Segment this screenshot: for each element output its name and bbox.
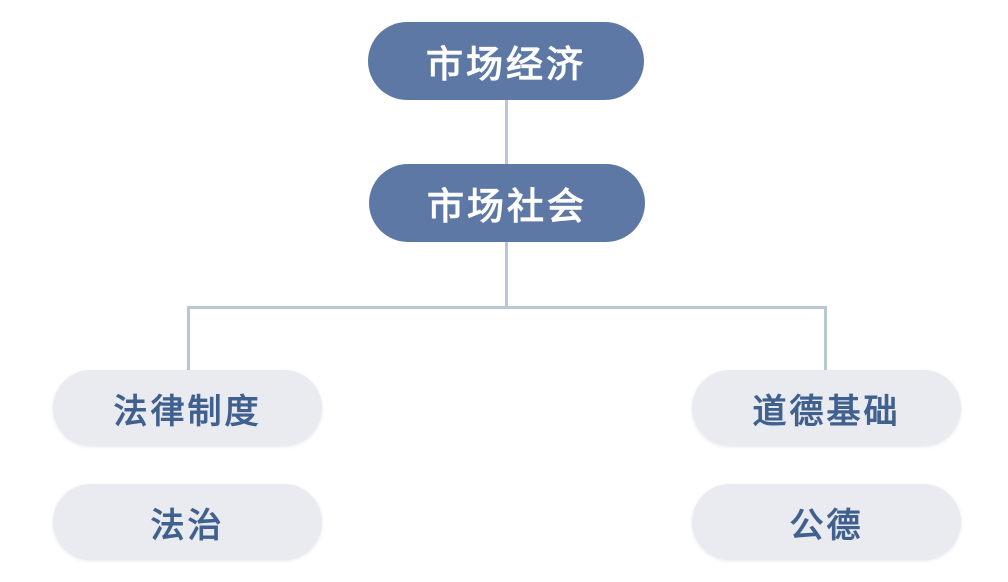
connector-economy-to-society xyxy=(505,100,508,164)
node-legal-system: 法律制度 xyxy=(53,370,322,446)
node-public-morality: 公德 xyxy=(692,484,961,560)
connector-branch-horizontal xyxy=(187,306,827,309)
connector-branch-right-drop xyxy=(824,306,827,371)
connector-society-stem xyxy=(505,242,508,308)
node-market-economy: 市场经济 xyxy=(368,22,644,100)
node-rule-of-law: 法治 xyxy=(53,484,322,560)
node-moral-foundation: 道德基础 xyxy=(692,370,961,446)
node-market-society: 市场社会 xyxy=(369,164,645,242)
connector-branch-left-drop xyxy=(187,306,190,371)
